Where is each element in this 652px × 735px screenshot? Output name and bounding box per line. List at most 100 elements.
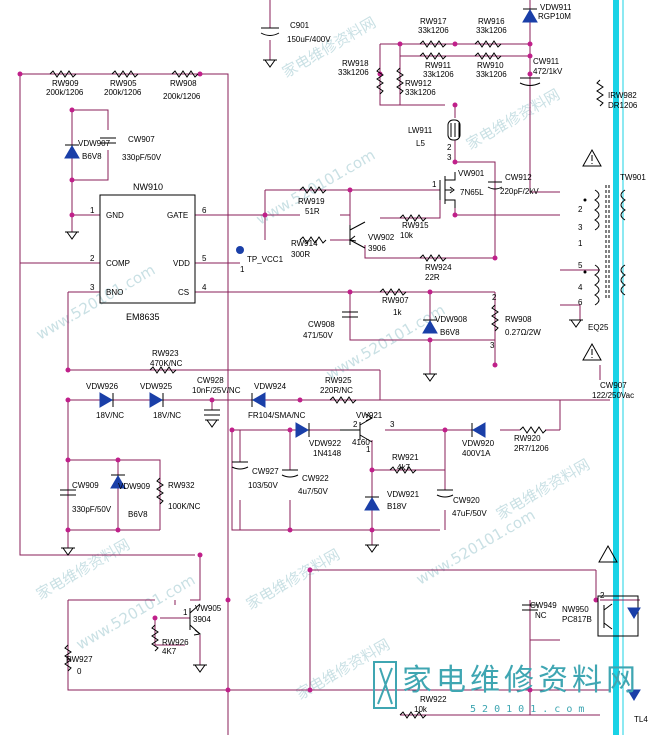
label-name: CW922 <box>302 474 329 483</box>
label-value: 470K/NC <box>150 359 183 368</box>
label-value: 472/1kV <box>533 67 563 76</box>
pin-number: 3 <box>490 341 495 350</box>
ic-pin-label: COMP <box>106 259 130 268</box>
pin-number: 3 <box>578 223 583 232</box>
pin-number: 6 <box>578 298 583 307</box>
label-name: LW911 <box>408 126 433 135</box>
ic-pin-label: BNO <box>106 288 123 297</box>
label-name: RW905 <box>110 79 137 88</box>
label-value: 3906 <box>368 244 386 253</box>
label-value: 400V1A <box>462 449 491 458</box>
label-name: NW950 <box>562 605 589 614</box>
label-value: 220R/NC <box>320 386 353 395</box>
pin-number: 4 <box>578 283 583 292</box>
labels: C901 150uF/400V RW917 33k1206 RW916 33k1… <box>46 3 648 724</box>
watermark-cn: 家电维修资料网 <box>493 455 593 523</box>
pin-number: 3 <box>390 420 395 429</box>
label-name: CW908 <box>308 320 335 329</box>
label-name: VDW922 <box>309 439 342 448</box>
label-value: DR1206 <box>608 101 638 110</box>
junctions <box>17 41 599 693</box>
label-value: 4160 <box>352 438 370 447</box>
label-name: CW911 <box>533 57 560 66</box>
label-value: 33k1206 <box>338 68 369 77</box>
label-value: 122/250Vac <box>592 391 634 400</box>
logo-url: 5 2 0 1 0 1 . c o m <box>470 704 584 715</box>
label-name: CW927 <box>252 467 279 476</box>
label-name: RW910 <box>477 61 504 70</box>
ic-pin-label: VDD <box>173 259 190 268</box>
label-name: RW921 <box>392 453 419 462</box>
label-value: RGP10M <box>538 12 571 21</box>
label-name: VW921 <box>356 411 383 420</box>
label-name: RW914 <box>291 239 318 248</box>
label-name: VDW920 <box>462 439 495 448</box>
label-value: 47uF/50V <box>452 509 487 518</box>
label-name: RW917 <box>420 17 447 26</box>
label-name: RW920 <box>514 434 541 443</box>
label-value: 18V/NC <box>153 411 181 420</box>
pin-number: 1 <box>432 180 437 189</box>
pin-number: 2 <box>492 293 497 302</box>
ic-pin-number: 5 <box>202 254 207 263</box>
label-value: 3904 <box>193 615 211 624</box>
label-value: L5 <box>416 139 425 148</box>
label-value: 7N65L <box>460 188 484 197</box>
label-value: 200k/1206 <box>104 88 142 97</box>
label-name: RW925 <box>325 376 352 385</box>
label-value: 150uF/400V <box>287 35 331 44</box>
pin-number: 2 <box>353 420 358 429</box>
label-value: PC817B <box>562 615 592 624</box>
label-value: 10nF/25V/NC <box>192 386 241 395</box>
pin-number: 2 <box>447 143 452 152</box>
label-name: VW902 <box>368 233 395 242</box>
ic-pin-number: 2 <box>90 254 95 263</box>
label-name: VDW921 <box>387 490 420 499</box>
testpoint-label: TP_VCC1 <box>247 255 284 264</box>
label-name: VDW908 <box>435 315 468 324</box>
label-name: VDW924 <box>254 382 287 391</box>
ic-pin-label: CS <box>178 288 189 297</box>
label-value: 0.27Ω/2W <box>505 328 541 337</box>
component-symbols <box>49 8 641 719</box>
label-value: B6V8 <box>82 152 102 161</box>
label-name: EQ25 <box>588 323 609 332</box>
watermark-logo: 家电维修资料网 5 2 0 1 0 1 . c o m <box>373 661 636 715</box>
label-value: 0 <box>77 667 82 676</box>
label-name: RW927 <box>66 655 93 664</box>
label-value: 330pF/50V <box>72 505 112 514</box>
watermark-url: www.520101.com <box>253 146 378 229</box>
watermark-cn: 家电维修资料网 <box>293 635 393 703</box>
label-value: 2R7/1206 <box>514 444 549 453</box>
label-value: 10k <box>414 705 428 714</box>
label-value: 200k/1206 <box>163 92 201 101</box>
watermark-url: www.520101.com <box>413 506 538 589</box>
label-value: 1k <box>393 308 402 317</box>
label-name: VDW909 <box>118 482 151 491</box>
label-name: RW911 <box>425 61 451 70</box>
label-name: CW912 <box>505 173 532 182</box>
label-name: RW923 <box>152 349 179 358</box>
label-name: CW920 <box>453 496 480 505</box>
pin-number: 1 <box>366 445 371 454</box>
label-value: 33k1206 <box>418 26 449 35</box>
ic-pin-number: 3 <box>90 283 95 292</box>
label-name: C901 <box>290 21 310 30</box>
label-name: TL4 <box>634 715 648 724</box>
label-value: 200k/1206 <box>46 88 84 97</box>
pin-number: 3 <box>447 153 452 162</box>
watermark-cn: 家电维修资料网 <box>33 535 133 603</box>
label-name: RW916 <box>478 17 505 26</box>
label-value: 18V/NC <box>96 411 124 420</box>
label-value: 1N4148 <box>313 449 342 458</box>
label-value: 4K7 <box>162 647 177 656</box>
pin-number: 1 <box>578 239 583 248</box>
label-name: RW919 <box>298 197 325 206</box>
wires <box>19 0 640 735</box>
label-value: 33k1206 <box>405 88 436 97</box>
label-name: VW905 <box>195 604 222 613</box>
label-value: 10k <box>400 231 414 240</box>
watermark-cn: 家电维修资料网 <box>243 545 343 613</box>
ic-pin-number: 6 <box>202 206 207 215</box>
isolation-rail <box>613 0 624 735</box>
